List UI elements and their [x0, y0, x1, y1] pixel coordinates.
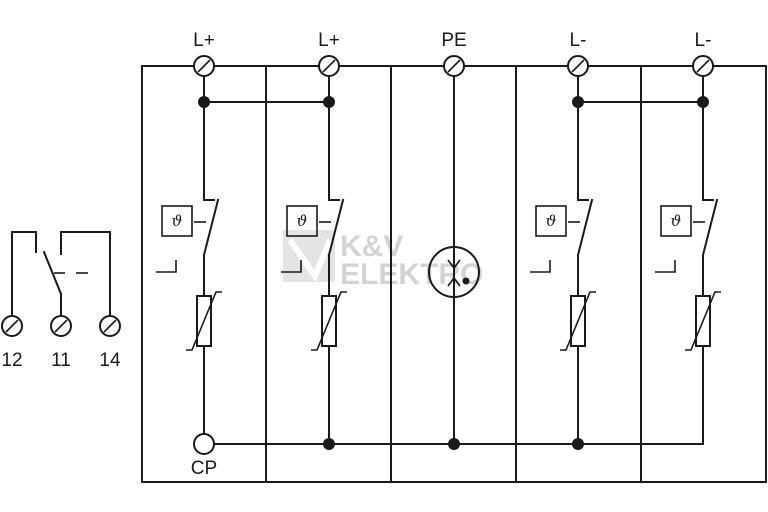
varistor-icon [685, 291, 721, 351]
terminal-pe [443, 55, 465, 77]
terminal-l-plus-1 [193, 55, 215, 77]
label-l-plus-2: L+ [318, 30, 340, 51]
label-cp: CP [191, 458, 217, 479]
varistor-icon [311, 291, 347, 351]
label-12: 12 [1, 350, 22, 371]
top-terminal-labels: L+ L+ PE L- L- [193, 30, 711, 51]
gas-discharge-tube-icon [428, 246, 480, 298]
watermark-line2: ELEKTRO [340, 258, 483, 291]
terminal-l-plus-2 [318, 55, 340, 77]
terminal-12 [1, 315, 23, 337]
branch-l-plus-2: ϑ [281, 65, 347, 445]
watermark-logo-icon [283, 230, 335, 283]
branch-l-plus-1: ϑ [156, 65, 222, 445]
label-l-minus-2: L- [695, 30, 712, 51]
thermal-sensor-icon: ϑ [535, 205, 567, 237]
pe-branch [428, 65, 480, 445]
thermal-symbol: ϑ [546, 212, 557, 230]
terminal-l-minus-1 [567, 55, 589, 77]
branch-l-minus-2: ϑ [655, 65, 721, 445]
varistor-icon [186, 291, 222, 351]
top-terminals [193, 55, 714, 77]
thermal-symbol: ϑ [671, 212, 682, 230]
thermal-symbol: ϑ [297, 212, 308, 230]
signal-contact: 12 11 14 [1, 231, 121, 371]
label-pe: PE [441, 30, 466, 51]
watermark-line1: K&V [340, 230, 403, 263]
thermal-sensor-icon: ϑ [161, 205, 193, 237]
terminal-11 [50, 315, 72, 337]
thermal-symbol: ϑ [172, 212, 183, 230]
label-l-plus-1: L+ [193, 30, 215, 51]
label-l-minus-1: L- [570, 30, 587, 51]
thermal-sensor-icon: ϑ [660, 205, 692, 237]
branch-l-minus-1: ϑ [530, 65, 596, 445]
varistor-icon [560, 291, 596, 351]
terminal-cp: CP [191, 433, 217, 479]
thermal-sensor-icon: ϑ [286, 205, 318, 237]
terminal-14 [99, 315, 121, 337]
label-14: 14 [99, 350, 121, 371]
terminal-l-minus-2 [692, 55, 714, 77]
label-11: 11 [51, 350, 71, 371]
